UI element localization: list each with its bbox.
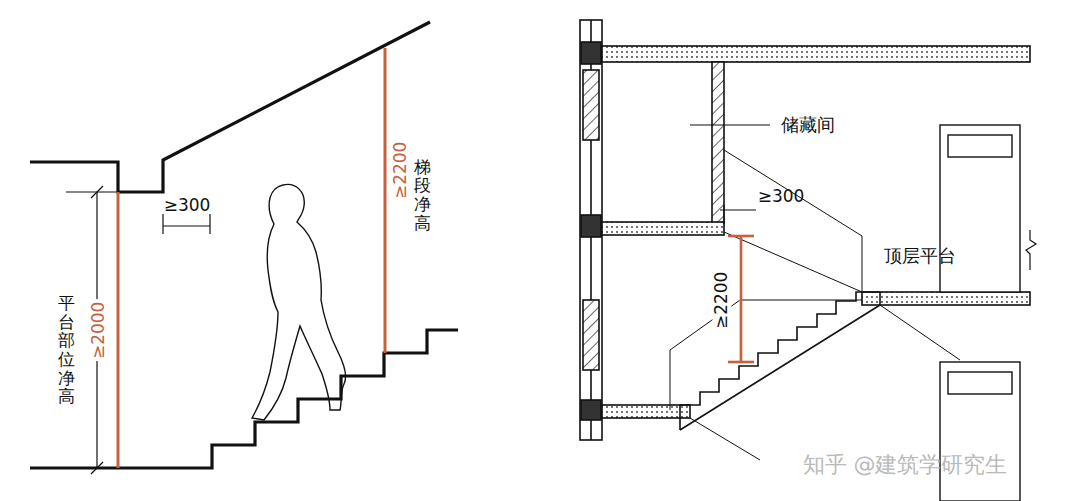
dimension-note: 平台部位净高 bbox=[58, 294, 75, 406]
right-dimensions bbox=[690, 125, 770, 362]
clearance-line bbox=[117, 192, 120, 468]
watermark: 知乎 @建筑学研究生 bbox=[803, 453, 1008, 477]
projection-line bbox=[724, 150, 862, 236]
dimension-text: ≥2200 bbox=[392, 139, 411, 201]
dimension-note: 梯段净高 bbox=[414, 158, 431, 233]
right-section bbox=[580, 20, 1030, 440]
stair-flight bbox=[680, 292, 880, 430]
bed bbox=[940, 362, 1020, 501]
dimension-line bbox=[720, 209, 756, 210]
flight-end bbox=[679, 418, 681, 430]
floor-slab bbox=[602, 222, 724, 235]
dimension-line bbox=[740, 236, 743, 362]
storage-wall bbox=[712, 62, 724, 224]
room-name: 储藏间 bbox=[781, 115, 835, 135]
clearance-line bbox=[384, 48, 387, 353]
break-line bbox=[1026, 230, 1036, 270]
projection-lines bbox=[670, 150, 960, 460]
person-silhouette bbox=[252, 184, 346, 420]
dimension-tick bbox=[728, 361, 754, 364]
left-dimensions bbox=[66, 186, 210, 474]
projection-line bbox=[690, 418, 760, 460]
dimension-text: ≥300 bbox=[164, 196, 211, 215]
flight-steps bbox=[680, 292, 880, 418]
wall-block bbox=[581, 215, 601, 237]
dimension-tick bbox=[728, 235, 754, 238]
dimension-text: ≥2200 bbox=[713, 269, 732, 331]
dimension-tick bbox=[91, 462, 103, 474]
wall bbox=[580, 20, 602, 440]
extension-line bbox=[723, 205, 724, 224]
wall-hatch bbox=[583, 70, 599, 140]
projection-line bbox=[862, 236, 863, 292]
bed-pillow bbox=[948, 135, 1012, 157]
dimension-text: ≥300 bbox=[758, 187, 805, 206]
projection-line bbox=[670, 350, 671, 410]
clearance-lines bbox=[118, 48, 385, 468]
bed bbox=[940, 125, 1020, 292]
flight-underside bbox=[680, 305, 880, 430]
extension-line bbox=[209, 214, 210, 234]
projection-line bbox=[740, 300, 862, 301]
extension-line bbox=[66, 191, 118, 192]
furniture bbox=[940, 125, 1020, 501]
flight-end bbox=[879, 292, 881, 305]
left-section bbox=[30, 22, 458, 468]
projection-line bbox=[880, 305, 960, 360]
wall-hatch bbox=[583, 300, 599, 370]
dimension-line bbox=[163, 225, 210, 226]
floor-slab bbox=[602, 405, 690, 418]
wall-block bbox=[581, 42, 601, 64]
dimension-tick bbox=[91, 186, 103, 198]
bed-pillow bbox=[948, 372, 1012, 394]
projection-line bbox=[724, 232, 862, 292]
part-name: 顶层平台 bbox=[884, 246, 956, 266]
wall-block bbox=[581, 400, 601, 420]
dimension-text: ≥2000 bbox=[90, 299, 109, 361]
platform-slab bbox=[862, 292, 1030, 305]
extension-line bbox=[162, 214, 163, 234]
roof-slab bbox=[602, 46, 1030, 62]
landing-underside bbox=[30, 22, 430, 192]
leader-line bbox=[690, 124, 770, 125]
